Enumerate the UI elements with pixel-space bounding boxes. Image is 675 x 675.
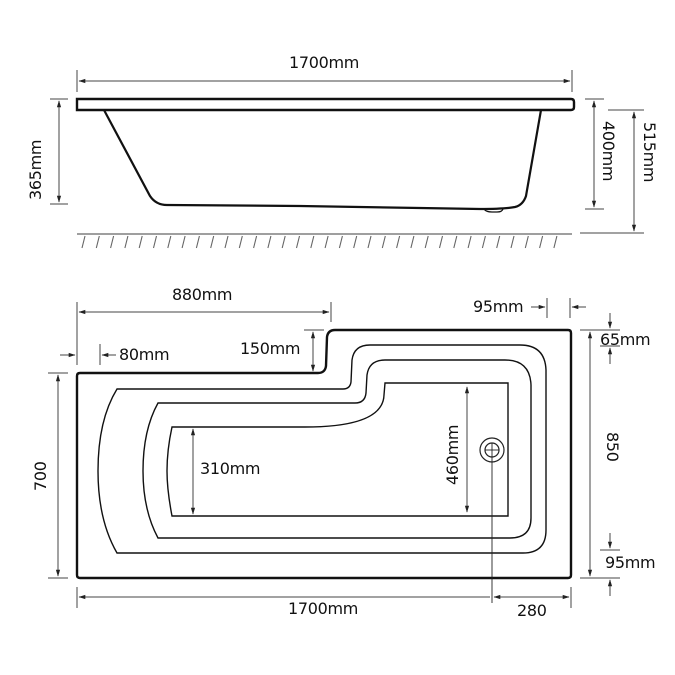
label-150: 150mm xyxy=(240,339,301,358)
label-700: 700 xyxy=(31,461,50,491)
label-side-length: 1700mm xyxy=(289,53,360,72)
bath-foot xyxy=(483,208,504,213)
plan-view xyxy=(48,298,620,608)
label-280: 280 xyxy=(517,601,547,620)
bath-outer-outline xyxy=(75,328,573,580)
label-depth-400: 400mm xyxy=(599,121,618,182)
floor-hatching xyxy=(81,235,558,249)
label-95-bottom: 95mm xyxy=(605,553,656,572)
drain-waste-icon xyxy=(479,437,505,603)
label-95-top: 95mm xyxy=(473,297,524,316)
bath-rim-profile xyxy=(75,97,576,112)
side-view xyxy=(50,70,644,249)
label-850: 850 xyxy=(603,432,622,462)
label-height-515: 515mm xyxy=(640,122,659,183)
label-65: 65mm xyxy=(600,330,651,349)
label-310: 310mm xyxy=(200,459,261,478)
label-depth-365: 365mm xyxy=(26,139,45,200)
label-460: 460mm xyxy=(443,424,462,485)
label-880: 880mm xyxy=(172,285,233,304)
label-1700-bottom: 1700mm xyxy=(288,599,359,618)
basin-floor-outline xyxy=(166,382,509,517)
bath-inner-outline-1 xyxy=(97,344,547,554)
bath-inner-outline-2 xyxy=(142,359,532,539)
bath-body-profile xyxy=(103,109,543,211)
label-80: 80mm xyxy=(119,345,170,364)
